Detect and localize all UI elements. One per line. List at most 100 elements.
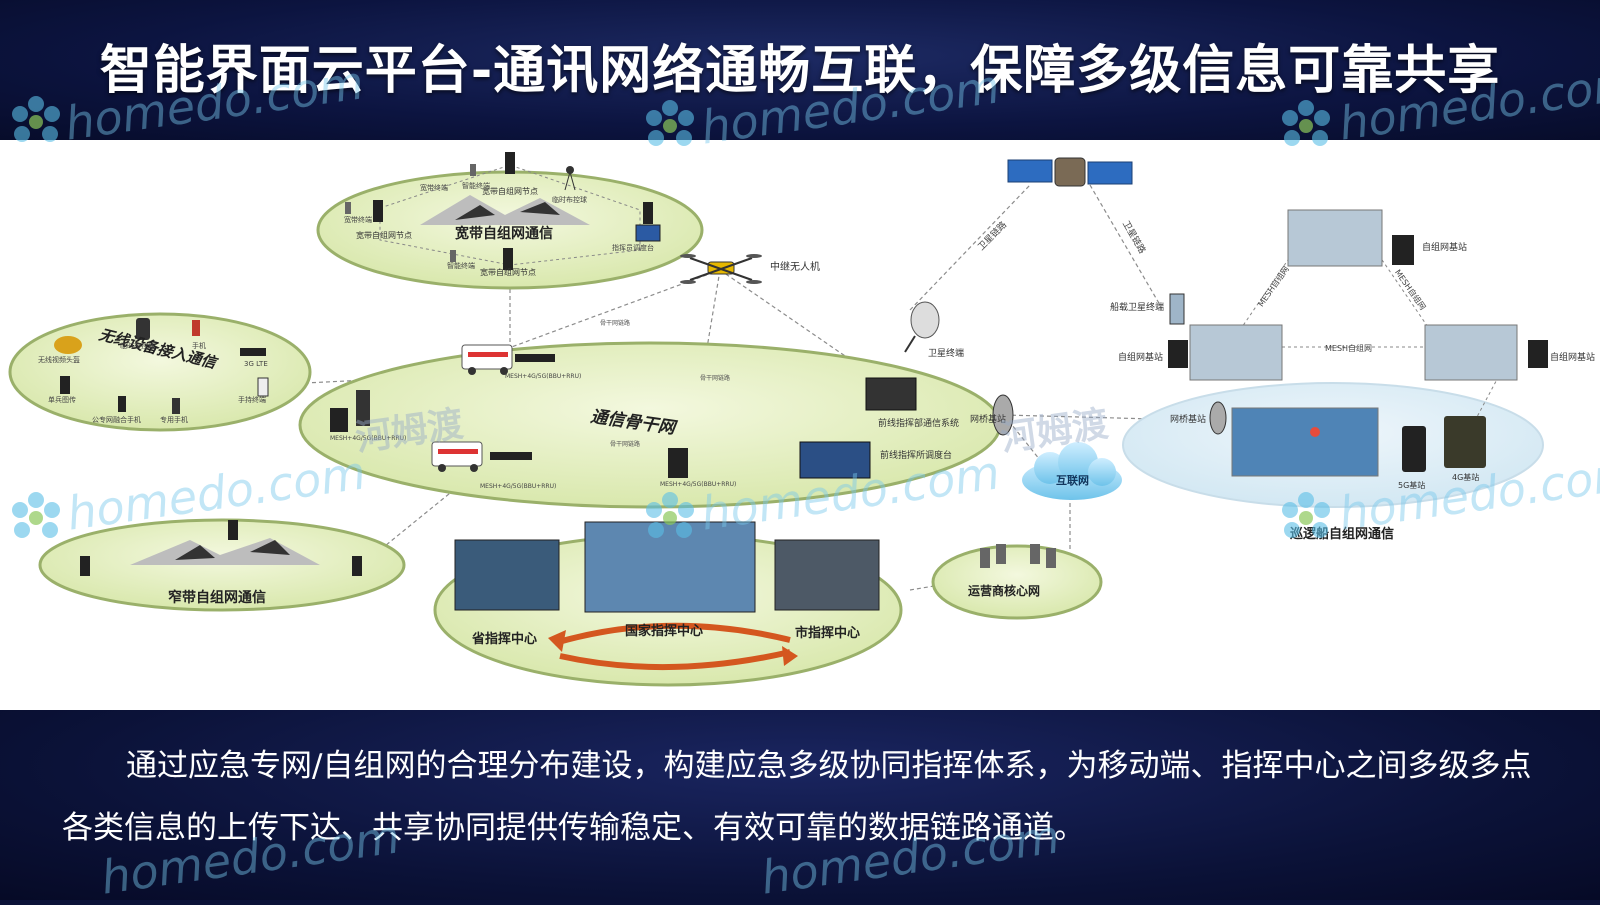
monitor-icon: [635, 224, 661, 242]
satellite-link-label: 卫星链路: [1120, 219, 1148, 256]
device-label: 无线视频头盔: [38, 355, 80, 364]
server-icons: [980, 544, 1056, 568]
radio-node-icon: [352, 556, 362, 576]
phone-icon: [118, 396, 126, 412]
satellite-terminal-icon: [904, 301, 940, 353]
satellite-icon: [1007, 157, 1133, 187]
device-label: 网桥基站: [970, 413, 1006, 425]
node-label: 宽带自组网节点: [480, 267, 536, 277]
base-4g-icon: [1444, 416, 1486, 468]
device-label: 网桥基站: [1170, 413, 1206, 425]
link-label: MESH自组网: [1393, 267, 1428, 311]
camera-ball-icon: [136, 318, 150, 340]
device-label: 手持终端: [238, 395, 266, 404]
dispatch-console-icon: [799, 441, 871, 479]
diagram-canvas: 宽带自组网通信 宽带自组网节点 宽带自组网节点 宽带自组网节点 智能终端 宽带终…: [8, 152, 1595, 687]
network-diagram: 宽带自组网通信 宽带自组网节点 宽带自组网节点 宽带自组网节点 智能终端 宽带终…: [0, 140, 1600, 710]
description-text: 通过应急专网/自组网的合理分布建设，构建应急多级协同指挥体系，为移动端、指挥中心…: [62, 748, 1532, 846]
bridge-antenna-icon: [1209, 401, 1227, 435]
device-label: 4G基站: [1452, 472, 1479, 482]
device-label: 宽带终端: [420, 183, 448, 192]
device-label: 公专网融合手机: [92, 415, 141, 424]
base-station-icon: [1168, 340, 1188, 368]
device-label: 智能终端: [462, 181, 490, 190]
radio-node-icon: [228, 520, 238, 540]
ship-sat-terminal-icon: [1169, 293, 1185, 325]
island-image: [1231, 407, 1379, 477]
radio-box-icon: [356, 390, 370, 426]
device-label: MESH+4G/5G(BBU+RRU): [330, 435, 406, 442]
device-label: MESH+4G/5G(BBU+RRU): [660, 481, 736, 488]
device-label: 指挥员调度台: [612, 243, 654, 252]
device-label: MESH+4G/5G(BBU+RRU): [505, 373, 581, 380]
radio-node-icon: [373, 200, 383, 222]
phone-icon: [172, 398, 180, 414]
drone-label: 中继无人机: [770, 260, 820, 273]
operator-core-zone: [931, 544, 1103, 620]
base-station-unit-icon: [515, 354, 555, 362]
radio-node-icon: [503, 248, 513, 270]
device-label: 自组网基站: [1422, 241, 1467, 253]
radio-node-icon: [80, 556, 90, 576]
device-label: 临时布控球: [552, 195, 587, 204]
terminal-icon: [470, 164, 476, 176]
radio-node-icon: [505, 152, 515, 174]
city-center-label: 市指挥中心: [795, 625, 860, 641]
satellite-terminal-label: 卫星终端: [928, 347, 964, 359]
national-center-label: 国家指挥中心: [625, 623, 703, 639]
patrol-boat-image: [1189, 324, 1283, 381]
device-label: 5G基站: [1398, 480, 1425, 490]
handheld-icon: [257, 377, 269, 397]
node-label: 宽带自组网节点: [356, 230, 412, 240]
ptt-icon: [60, 376, 70, 394]
base-station-unit-icon: [490, 452, 532, 460]
device-label: 船载卫星终端: [1110, 301, 1164, 313]
internet-cloud-icon: [1022, 442, 1122, 500]
device-label: 单兵图传: [48, 395, 76, 404]
link-label: MESH自组网: [1325, 343, 1372, 353]
flow-arrow: [559, 649, 791, 671]
operator-label: 运营商核心网: [968, 583, 1040, 598]
patrol-label: 巡逻船自组网通信: [1290, 526, 1394, 542]
camera-icon: [566, 166, 574, 174]
patrol-boat-image: [1424, 324, 1518, 381]
device-label: 自组网基站: [1118, 351, 1163, 363]
satellite-link-label: 卫星链路: [975, 219, 1009, 253]
link-label: 骨干网链路: [700, 374, 730, 382]
national-center-image: [584, 521, 756, 613]
device-label: 自组网基站: [1550, 351, 1595, 363]
bridge-antenna-icon: [992, 394, 1014, 436]
wireless-access-zone: [8, 312, 312, 432]
relay-drone-icon: [680, 254, 762, 284]
title-band: [0, 0, 1600, 140]
city-center-image: [774, 539, 880, 611]
base-station-icon: [668, 448, 688, 478]
base-station-icon: [1392, 235, 1414, 265]
device-label: 宽带终端: [344, 215, 372, 224]
narrowband-label: 窄带自组网通信: [168, 589, 266, 606]
device-label: 智能终端: [447, 261, 475, 270]
terminal-icon: [450, 250, 456, 262]
front-command-system-icon: [865, 377, 917, 411]
device-label: 手机: [192, 341, 206, 350]
province-center-image: [454, 539, 560, 611]
device-label: MESH+4G/5G(BBU+RRU): [480, 483, 556, 490]
ambulance-icon: [461, 344, 513, 375]
phone-icon: [192, 320, 200, 336]
node-label: 宽带自组网节点: [482, 186, 538, 196]
patrol-boat-image: [1287, 209, 1383, 267]
base-station-icon: [1528, 340, 1548, 368]
link-label: MESH自组网: [1256, 264, 1291, 308]
terminal-icon: [345, 202, 351, 214]
link-label: 骨干网链路: [600, 319, 630, 327]
device-label: 前线指挥部通信系统: [878, 417, 959, 429]
description-band: [0, 710, 1600, 900]
province-center-label: 省指挥中心: [471, 631, 537, 647]
broadband-label: 宽带自组网通信: [455, 225, 553, 242]
device-label: 临时布控球: [120, 341, 155, 350]
ambulance-icon: [431, 441, 483, 472]
internet-label: 互联网: [1056, 473, 1089, 487]
device-label: 专用手机: [160, 415, 188, 424]
link-label: 骨干网链路: [610, 440, 640, 448]
radio-node-icon: [643, 202, 653, 224]
